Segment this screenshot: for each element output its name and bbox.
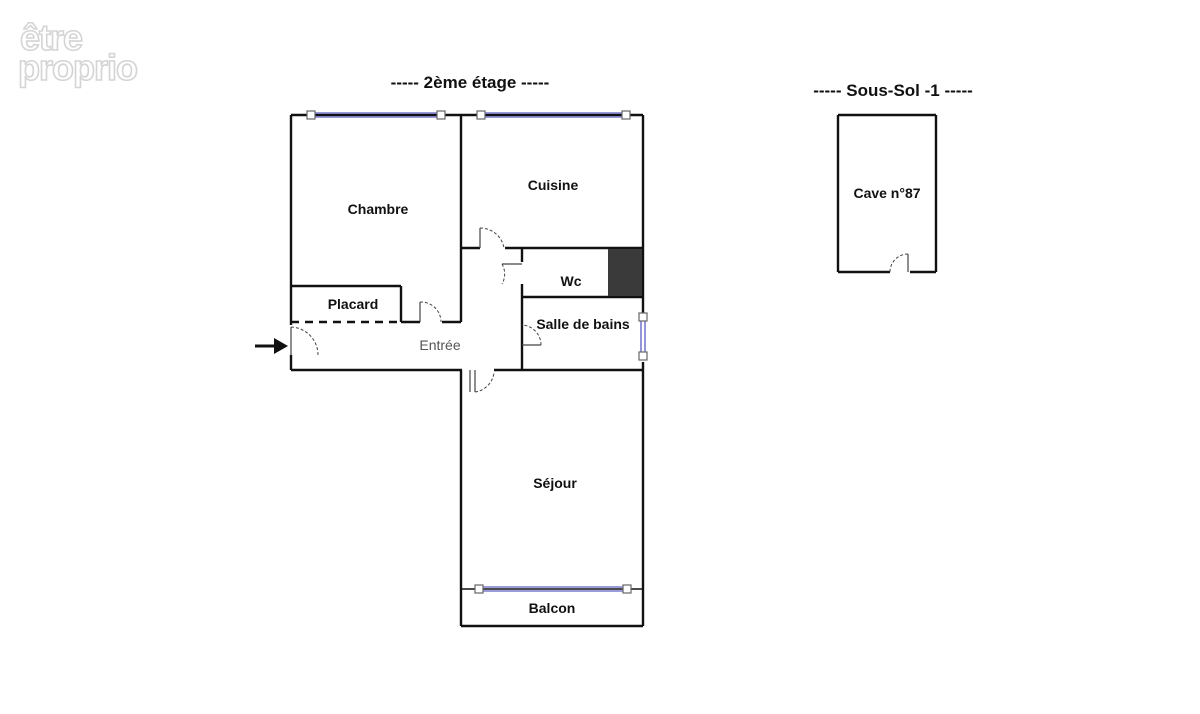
room-label-cave: Cave n°87 <box>853 185 920 201</box>
window-salle-de-bains <box>638 312 648 361</box>
wc-toilet-block <box>608 249 642 296</box>
door-chambre <box>419 301 442 323</box>
room-label-placard: Placard <box>328 296 379 312</box>
room-label-salle-de-bains: Salle de bains <box>536 316 630 332</box>
room-label-wc: Wc <box>561 273 582 289</box>
door-entry <box>290 326 319 356</box>
door-wc <box>501 263 522 285</box>
window-cuisine <box>476 110 631 120</box>
window-sejour-balcon <box>474 584 632 594</box>
main-floor-title: ----- 2ème étage ----- <box>391 73 550 92</box>
door-cuisine <box>479 227 505 249</box>
entry-arrow-icon <box>255 338 288 354</box>
logo-line-1: être <box>20 17 82 58</box>
main-floor-walls <box>289 113 645 628</box>
door-cave <box>889 253 909 273</box>
door-sejour <box>469 370 495 393</box>
room-label-sejour: Séjour <box>533 475 577 491</box>
room-label-cuisine: Cuisine <box>528 177 579 193</box>
room-label-chambre: Chambre <box>348 201 409 217</box>
room-label-balcon: Balcon <box>529 600 576 616</box>
etre-proprio-logo: être proprio <box>17 16 139 89</box>
doors <box>290 227 542 393</box>
basement-floor-title: ----- Sous-Sol -1 ----- <box>813 81 973 100</box>
room-label-entree: Entrée <box>419 337 460 353</box>
cave-room <box>836 113 938 274</box>
windows <box>306 110 648 594</box>
door-salle-de-bains <box>521 324 542 346</box>
logo-line-2: proprio <box>18 47 137 88</box>
window-chambre <box>306 110 446 120</box>
